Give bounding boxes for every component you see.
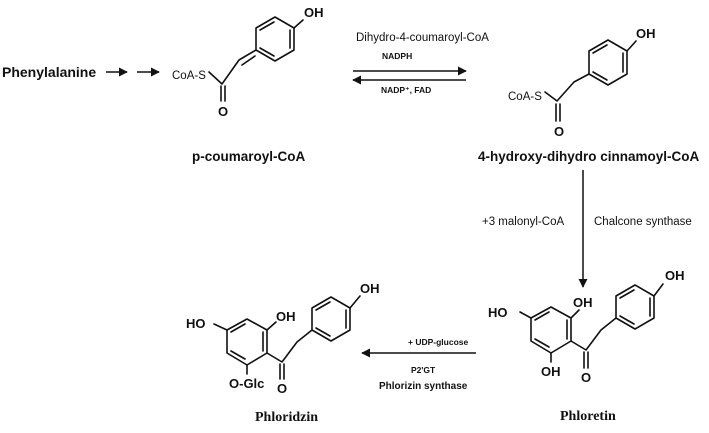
oh-label-phloretin-2: OH [541, 364, 561, 379]
malonyl-label: +3 malonyl-CoA [482, 216, 564, 228]
phloretin-structure: HO OH OH O OH [488, 268, 685, 385]
oh-label-2: OH [636, 26, 656, 41]
dihydro-coumaroyl-coa-label: Dihydro-4-coumaroyl-CoA [356, 32, 489, 44]
oh-label-phloridzin-2: OH [360, 281, 380, 296]
chalcone-synthase-label: Chalcone synthase [594, 216, 692, 228]
hydroxy-dihydro-structure: CoA-S O OH [508, 26, 656, 139]
o-glc-label: O-Glc [229, 376, 264, 391]
oh-label-phloretin-3: OH [665, 268, 685, 283]
udp-glucose-label: + UDP-glucose [408, 337, 468, 347]
carbonyl-o-phloretin: O [581, 370, 591, 385]
phloridzin-structure: HO OH O-Glc O OH [186, 281, 380, 396]
nadph-label: NADPH [382, 51, 412, 61]
ho-label-phloretin: HO [488, 305, 508, 320]
carbonyl-o-2: O [554, 124, 564, 139]
nadp-fad-label: NADP⁺, FAD [381, 85, 431, 95]
p-coumaroyl-coa-structure: CoA-S O OH [172, 5, 324, 119]
phlorizin-synthase-label: Phlorizin synthase [379, 381, 468, 392]
oh-label: OH [304, 5, 324, 20]
coa-s-label: CoA-S [172, 70, 206, 82]
phenylalanine-label: Phenylalanine [2, 64, 96, 80]
coa-s-label-2: CoA-S [508, 91, 542, 103]
hydroxy-dihydro-label: 4-hydroxy-dihydro cinnamoyl-CoA [478, 149, 700, 164]
phloridzin-label: Phloridzin [255, 410, 318, 425]
p2gt-label: P2'GT [411, 365, 436, 375]
oh-label-phloridzin-1: OH [276, 309, 296, 324]
phloretin-label: Phloretin [560, 409, 616, 424]
carbonyl-o: O [218, 104, 228, 119]
oh-label-phloretin-1: OH [573, 295, 593, 310]
p-coumaroyl-coa-label: p-coumaroyl-CoA [192, 149, 306, 164]
ho-label-phloridzin: HO [186, 316, 206, 331]
carbonyl-o-phloridzin: O [277, 381, 287, 396]
